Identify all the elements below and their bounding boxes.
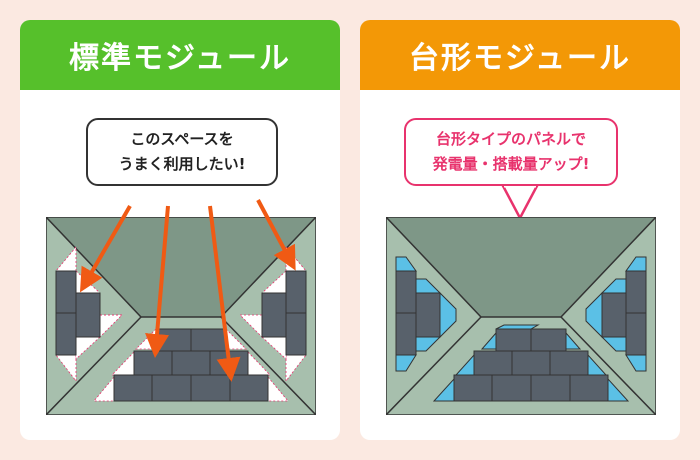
trapezoid-module-callout: 台形タイプのパネルで 発電量・搭載量アップ!	[404, 118, 618, 186]
roof-hip-line	[220, 316, 316, 415]
callout-tail	[500, 184, 540, 220]
roof-hip-line	[560, 316, 656, 415]
trapezoid-panels-right	[585, 256, 647, 372]
callout-line-2: うまく利用したい!	[118, 155, 246, 173]
trapezoid-panels-left	[395, 256, 457, 372]
callout-line-1: 台形タイプのパネルで	[435, 130, 586, 148]
solar-panels-right	[601, 270, 647, 356]
solar-panels-right	[261, 270, 307, 356]
callout-line-1: このスペースを	[130, 130, 234, 148]
solar-panels-left	[55, 270, 101, 356]
trapezoid-roof-diagram	[386, 217, 656, 415]
callout-line-2: 発電量・搭載量アップ!	[432, 155, 590, 173]
trapezoid-module-card: 台形モジュール 台形タイプのパネルで 発電量・搭載量アップ!	[360, 20, 680, 440]
standard-module-title: 標準モジュール	[20, 20, 340, 90]
solar-panels-left	[395, 270, 441, 356]
standard-module-card: 標準モジュール このスペースを うまく利用したい!	[20, 20, 340, 440]
roof-hip-line	[46, 316, 142, 415]
standard-roof-diagram	[46, 217, 316, 415]
trapezoid-module-title: 台形モジュール	[360, 20, 680, 90]
roof-hip-line	[386, 316, 482, 415]
standard-module-callout: このスペースを うまく利用したい!	[86, 118, 278, 186]
solar-panels-bottom	[453, 328, 609, 402]
trapezoid-panels-bottom	[432, 324, 630, 402]
